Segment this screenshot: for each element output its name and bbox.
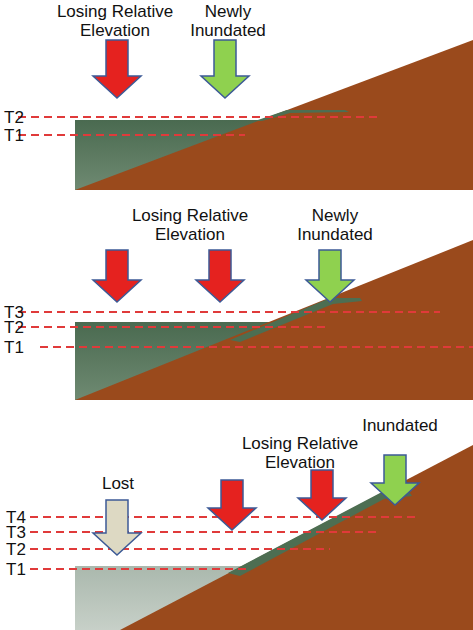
arrow-label: Newly Inundated [285,206,385,244]
red-arrow [93,40,141,98]
time-label: T1 [0,338,28,357]
red-arrow [196,250,244,302]
red-arrow [93,250,141,302]
arrow-label: Losing Relative Elevation [105,206,275,244]
red-arrow [208,480,256,530]
ground-slope [75,40,473,190]
time-label: T1 [0,126,28,145]
arrow-label: Newly Inundated [178,2,278,40]
arrow-label: Losing Relative Elevation [215,434,385,472]
level-line [18,134,245,136]
green-arrow [371,455,419,505]
time-label: T2 [2,540,30,559]
arrow-label: Inundated [340,416,460,435]
green-arrow [201,40,249,98]
green-arrow [306,250,354,302]
marsh-strip [255,110,349,121]
level-line [18,311,440,313]
red-arrow [298,470,346,520]
time-label: T3 [2,523,30,542]
arrow-label: Losing Relative Elevation [30,2,200,40]
time-label: T2 [0,108,28,127]
marsh-strip [230,298,362,342]
arrow-label: Lost [78,474,158,493]
time-label: T2 [0,318,28,337]
level-line [18,326,330,328]
level-line [30,568,250,570]
level-line [30,548,330,550]
ground-slope [120,445,473,630]
ground-slope [75,240,473,400]
level-line [18,116,380,118]
beige-arrow [93,500,141,555]
level-line [30,531,380,533]
level-line [40,346,473,348]
time-label: T1 [2,560,30,579]
